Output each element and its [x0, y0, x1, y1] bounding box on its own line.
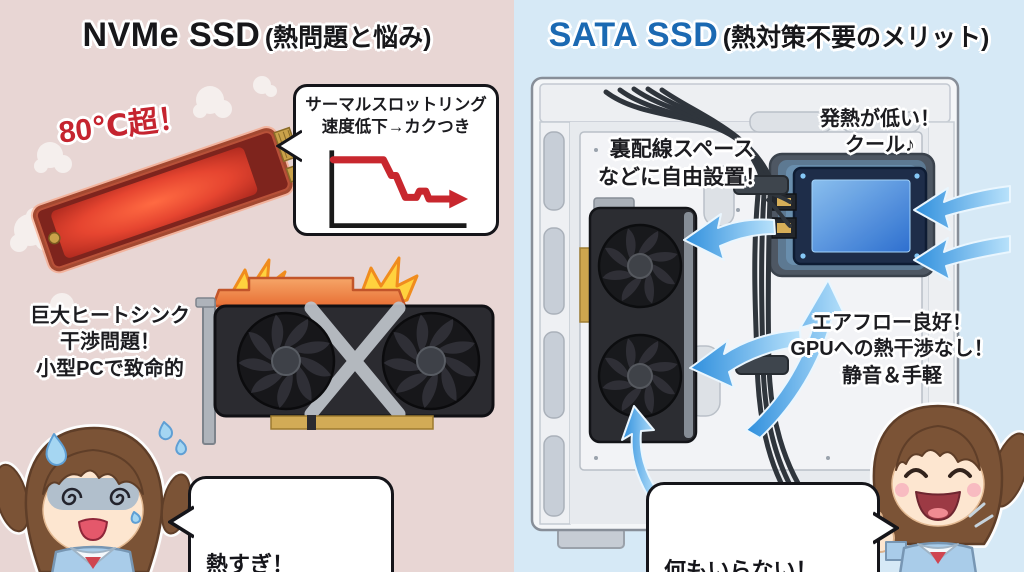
cable-clamp: [733, 175, 789, 195]
gpu-heatsink-illustration: [195, 256, 495, 445]
sweat-drop-icon: [45, 421, 187, 524]
gloom-shade: [47, 478, 139, 510]
airflow-note: エアフロー良好！ GPUへの熱干渉なし！ 静音＆手軽: [790, 312, 994, 387]
tray-cutouts: [685, 111, 921, 417]
ssd-label: [811, 179, 911, 253]
happy-eyes-icon: [904, 468, 972, 478]
throttling-callout: サーマルスロットリング 速度低下→カクつき: [276, 84, 499, 236]
chart-axes: [329, 149, 467, 228]
blush: [895, 483, 909, 497]
low-heat-note: 発熱が低い！ クール♪: [820, 108, 940, 157]
nvme-hot-surface: [51, 147, 258, 258]
sata-title: SATA SSD (熱対策不要のメリット): [514, 16, 1024, 55]
placement-note: 裏配線スペース などに自由設置！: [598, 138, 766, 189]
character-girl-happy: [865, 402, 1024, 572]
gpu-gold-edge: [579, 247, 591, 323]
sata-speech-bubble: 何もいらない！ 手軽で最高！: [646, 482, 899, 572]
gpu-fan: [597, 223, 683, 309]
callout-line1: サーマルスロットリング: [305, 96, 487, 114]
steam-icon: [10, 76, 277, 321]
airflow-arrow-icon: [621, 185, 1011, 497]
chart-arrowhead: [449, 189, 469, 208]
neck-ribbon: [930, 552, 946, 564]
throttle-chart-icon: [329, 149, 469, 228]
gpu-x-brace: [304, 301, 406, 421]
nvme-title-main: NVMe SSD: [82, 16, 261, 54]
character-girl-distressed: [0, 421, 194, 572]
sata-speech-text: 何もいらない！ 手軽で最高！: [664, 557, 818, 572]
callout-line2: 速度低下→カクつき: [321, 118, 471, 137]
vertical-gpu-illustration: [579, 197, 698, 444]
panel-nvme: NVMe SSD (熱問題と悩み) 80℃超！: [0, 16, 514, 572]
pc-case-illustration: [530, 76, 1011, 549]
mount-screw-hole: [48, 231, 61, 245]
front-vents: [543, 131, 565, 517]
gpu-fan: [597, 333, 683, 419]
sata-title-sub: (熱対策不要のメリット): [722, 24, 990, 52]
neck-ribbon: [85, 557, 101, 569]
nvme-speech-bubble: 熱すぎ！ 対策も大変…: [168, 476, 394, 572]
nvme-speech-text: 熱すぎ！ 対策も大変…: [206, 551, 295, 572]
nvme-title-sub: (熱問題と悩み): [264, 24, 432, 52]
callout-tail: [276, 129, 302, 163]
pcie-connector: [270, 415, 434, 430]
sata-title-main: SATA SSD: [548, 16, 719, 54]
chart-speed-line: [329, 155, 455, 203]
heatsink-problem-note: 巨大ヒートシンク 干渉問題！ 小型PCで致命的: [30, 305, 190, 380]
nvme-title: NVMe SSD (熱問題と悩み): [0, 16, 514, 55]
worried-mouth: [78, 518, 108, 541]
sata-ssd-bay: [768, 152, 936, 278]
bubble-tail: [168, 505, 194, 539]
blush: [967, 483, 981, 497]
sparkle-marks: [968, 502, 994, 528]
bubble-tail: [873, 511, 899, 545]
gpu-fan: [236, 311, 336, 411]
smiling-mouth: [915, 491, 961, 521]
tray-screws: [594, 148, 910, 460]
gpu-fan: [381, 311, 481, 411]
spiral-eyes-icon: [61, 487, 131, 506]
